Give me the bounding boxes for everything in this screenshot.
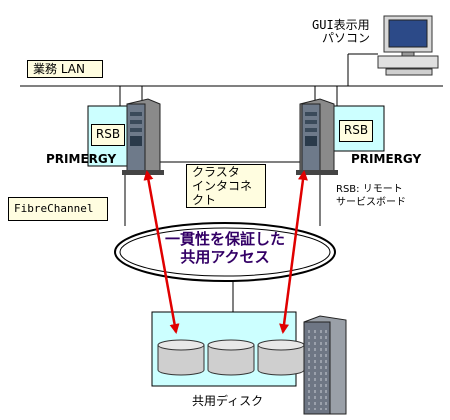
rsb-note-line2: サービスボード (336, 197, 406, 208)
access-label-line1: 一貫性を保証した (164, 230, 285, 248)
gui-pc-icon (377, 15, 439, 76)
disk-1 (157, 339, 205, 376)
gui-pc-label-line2: パソコン (322, 31, 371, 45)
cluster-label-line1: クラスタ (192, 165, 240, 179)
disk-2 (207, 339, 255, 376)
access-label-line2: 共用アクセス (180, 248, 270, 266)
access-arrow-left (143, 170, 180, 334)
rsb-box-right: RSB (339, 120, 373, 142)
shared-disk-label: 共用ディスク (192, 394, 264, 408)
server-name-left: PRIMERGY (46, 152, 117, 166)
cluster-label-line2: インタコネクト (192, 179, 253, 207)
server-name-right: PRIMERGY (351, 152, 422, 166)
gui-pc-label-line1: GUI表示用 (312, 18, 370, 32)
fibre-channel-label: FibreChannel (8, 197, 108, 221)
lan-label: 業務 LAN (27, 60, 103, 78)
disk-3 (257, 339, 305, 376)
cluster-interconnect-label: クラスタ インタコネクト (186, 164, 266, 208)
access-arrow-right (279, 170, 308, 334)
server-tower-right (296, 98, 338, 175)
rsb-note-line1: RSB: リモート (336, 184, 403, 195)
server-tower-left (122, 98, 164, 175)
storage-rack-icon (303, 315, 347, 415)
rsb-box-left: RSB (91, 124, 125, 146)
